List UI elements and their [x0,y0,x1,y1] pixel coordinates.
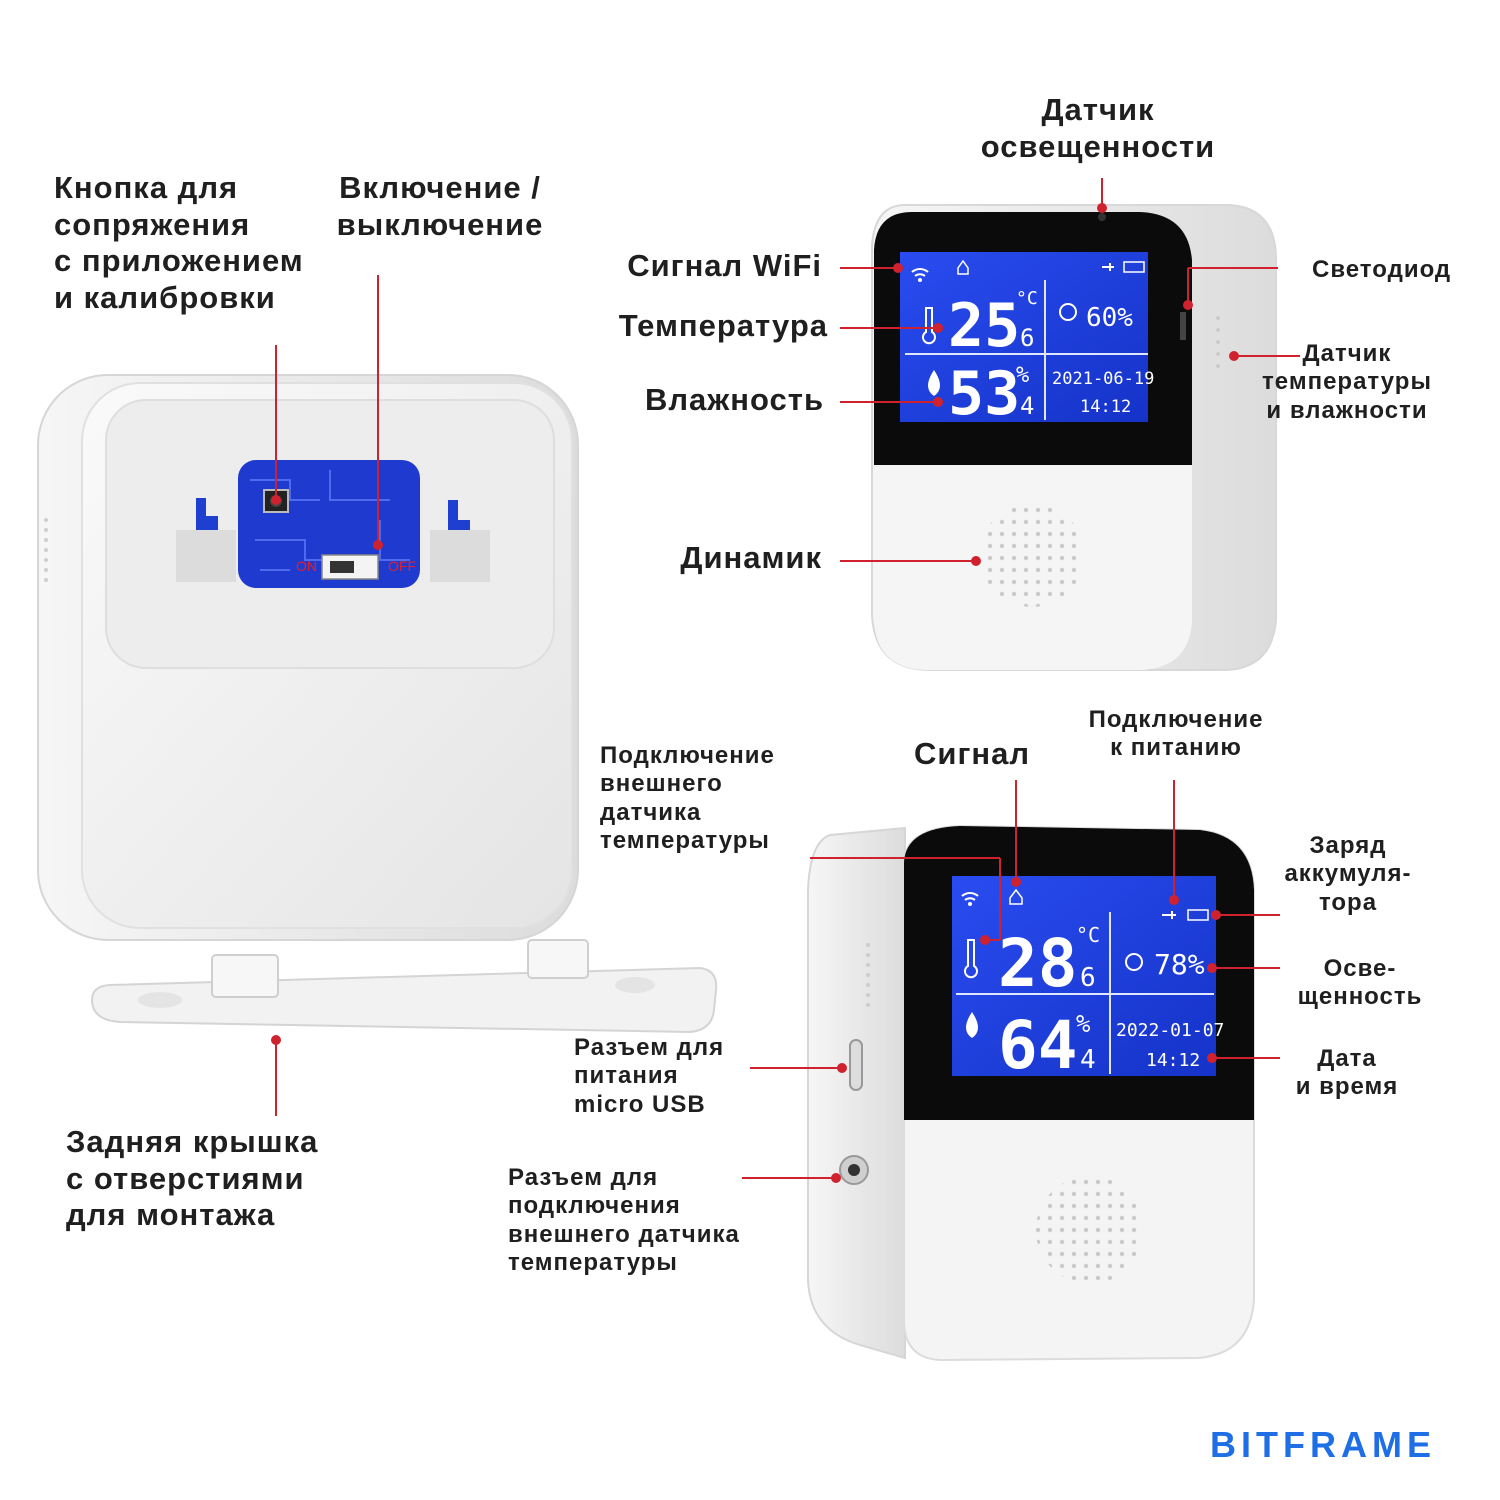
label-power-connection: Подключение к питанию [1088,706,1264,762]
bottom-hum-unit: % [1076,1010,1091,1038]
mount-slot-right [430,500,490,582]
label-alarm: Сигнал [914,736,1031,771]
bottom-hum-decimal: 4 [1080,1045,1096,1075]
front-device-top: 25 °C 6 53 % 4 60% 2021-06-19 14:12 [871,204,1277,671]
label-external-jack: Разъем для подключения внешнего датчика … [508,1164,740,1276]
back-device: ON OFF [37,374,579,941]
lcd-screen-bottom [952,876,1216,1076]
switch-on-label: ON [296,558,317,574]
label-micro-usb: Разъем для питания micro USB [574,1034,725,1118]
label-pair-button: Кнопка для сопряжения с приложением и ка… [54,170,304,315]
bottom-light-value: 78% [1154,948,1205,981]
top-time: 14:12 [1080,397,1131,417]
label-wifi-signal: Сигнал WiFi [627,248,822,283]
label-power-switch: Включение / выключение [336,170,544,242]
top-hum-decimal: 4 [1020,392,1034,420]
bottom-temp-decimal: 6 [1080,963,1096,993]
top-date: 2021-06-19 [1052,369,1154,389]
light-sensor-dot [1098,213,1106,221]
top-light-value: 60% [1086,303,1133,333]
switch-off-label: OFF [388,558,416,574]
callout-lines [271,178,1300,1183]
mount-slot-left [176,498,236,582]
top-hum-unit: % [1016,363,1029,388]
label-light-sensor: Датчик освещенности [980,92,1216,164]
label-humidity: Влажность [644,382,824,417]
bottom-temp-unit: °C [1076,923,1100,947]
led-dot [1180,312,1186,340]
label-temperature: Температура [618,308,828,343]
top-temp-value: 25 [948,291,1020,361]
mounting-plate [90,939,718,1034]
front-device-bottom: 28 °C 6 64 % 4 78% 2022-01-07 14:12 [807,824,1255,1362]
top-temp-unit: °C [1016,288,1038,309]
label-date-time: Дата и время [1295,1045,1399,1101]
speaker-grill-top [980,503,1084,607]
bottom-date: 2022-01-07 [1116,1020,1224,1041]
lcd-screen-top [900,252,1148,422]
micro-usb-port [849,1039,863,1091]
brand-logo: BITFRAME [1210,1424,1436,1465]
label-led: Светодиод [1312,256,1452,283]
top-hum-value: 53 [948,359,1020,429]
speaker-grill-bottom [1036,1176,1144,1284]
label-speaker: Динамик [680,540,822,575]
bottom-time: 14:12 [1146,1050,1200,1071]
label-battery: Заряд аккумуля- тора [1284,832,1412,916]
label-illumination: Осве- щенность [1297,955,1423,1011]
bottom-temp-value: 28 [998,925,1077,1002]
top-temp-decimal: 6 [1020,324,1034,352]
label-external-sensor-connection: Подключение внешнего датчика температуры [600,742,775,854]
label-temp-humidity-sensor: Датчик температуры и влажности [1262,340,1432,424]
label-back-cover: Задняя крышка с отверстиями для монтажа [66,1124,319,1233]
bottom-hum-value: 64 [998,1007,1077,1084]
